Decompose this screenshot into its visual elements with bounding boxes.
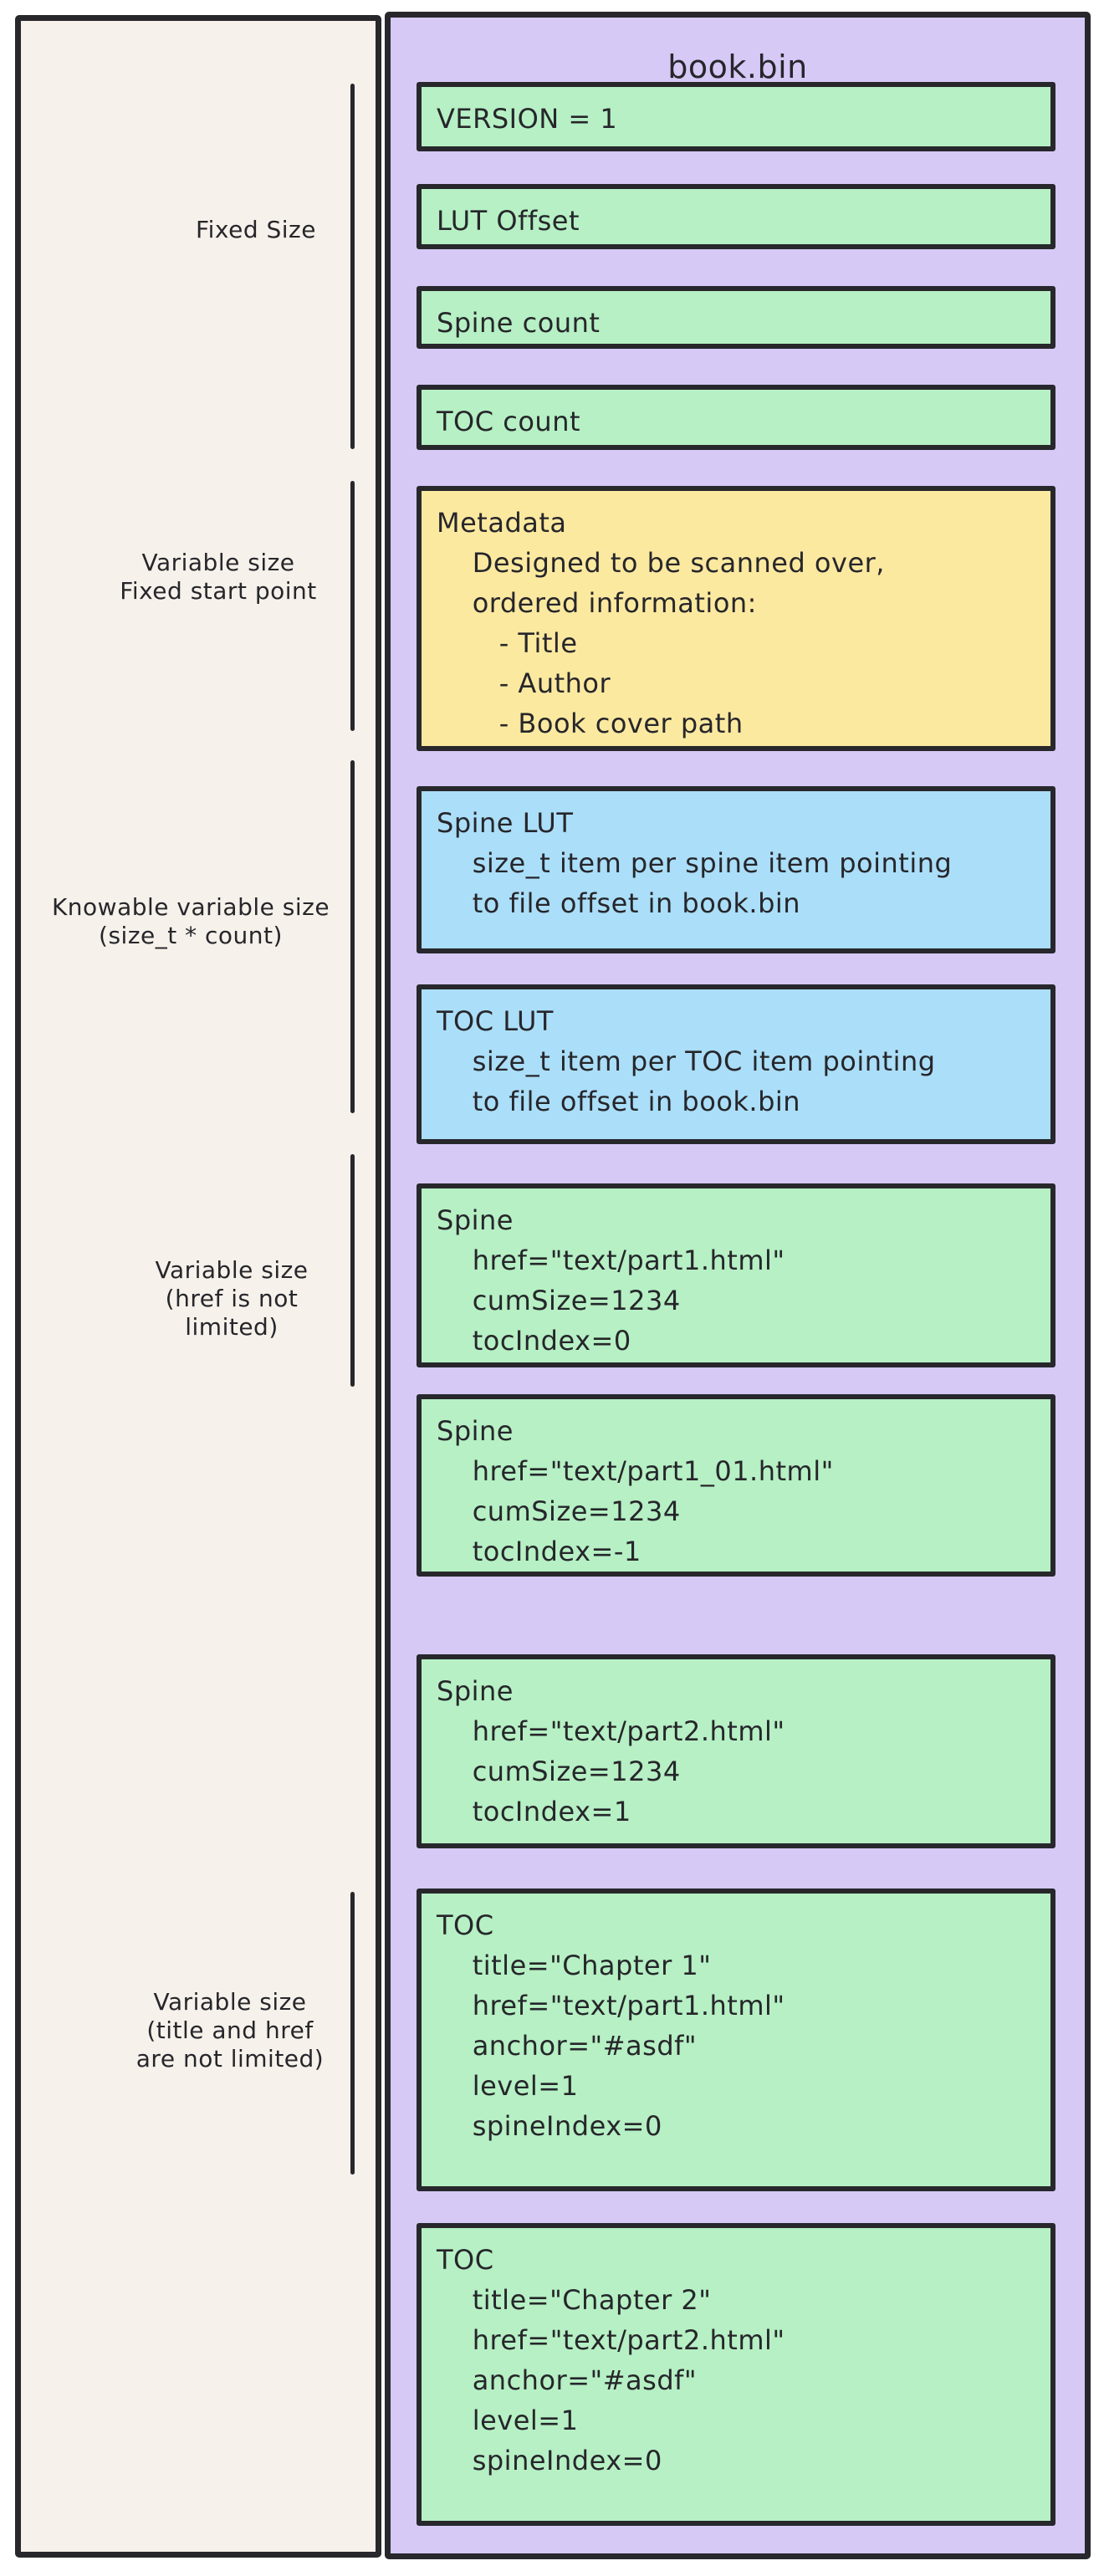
bracket-metadata (350, 481, 355, 731)
box-text-line: spineIndex=0 (437, 2110, 662, 2142)
box-toc-lut: TOC LUT size_t item per TOC item pointin… (417, 984, 1055, 1144)
label-variable-title-href: Variable size (title and href are not li… (63, 1988, 397, 2073)
box-text-line: cumSize=1234 (437, 1495, 681, 1527)
label-variable-fixed-start: Variable size Fixed start point (51, 549, 386, 606)
box-text-line: href="text/part2.html" (437, 1715, 785, 1747)
box-lut-offset: LUT Offset (417, 184, 1055, 249)
label-line: Fixed start point (120, 577, 317, 605)
box-text-line: href="text/part1.html" (437, 1245, 785, 1276)
box-toc-count: TOC count (417, 385, 1055, 450)
box-text-line: - Author (437, 667, 611, 699)
box-text-line: spineIndex=0 (437, 2445, 662, 2476)
label-variable-href: Variable size (href is not limited) (64, 1256, 399, 1342)
file-title: book.bin (667, 49, 808, 85)
label-line: are not limited) (135, 2045, 325, 2073)
label-line: (title and href (146, 2016, 314, 2044)
box-text-line: size_t item per spine item pointing (437, 847, 953, 879)
label-knowable-variable: Knowable variable size (size_t * count) (23, 893, 358, 950)
box-spine-lut: Spine LUT size_t item per spine item poi… (417, 786, 1055, 953)
box-metadata: Metadata Designed to be scanned over, or… (417, 486, 1055, 751)
label-line: Fixed Size (196, 216, 316, 243)
label-line: (href is not (165, 1285, 299, 1312)
label-line: Variable size (155, 1256, 309, 1284)
box-text-line: title="Chapter 1" (437, 1950, 712, 1981)
box-text-line: Spine (437, 1204, 514, 1236)
box-text-line: - Title (437, 627, 578, 659)
label-fixed-size: Fixed Size (89, 216, 423, 244)
box-text-line: Designed to be scanned over, (437, 547, 885, 579)
box-text-line: VERSION = 1 (437, 103, 618, 135)
box-version: VERSION = 1 (417, 82, 1055, 151)
bracket-spine (350, 1154, 355, 1387)
box-text-line: tocIndex=1 (437, 1796, 631, 1827)
size-annotations-panel (15, 15, 381, 2558)
box-text-line: LUT Offset (437, 205, 580, 237)
box-text-line: - Book cover path (437, 708, 744, 739)
box-text-line: href="text/part1.html" (437, 1990, 785, 2021)
box-text-line: TOC (437, 2244, 494, 2276)
box-text-line: TOC LUT (437, 1005, 554, 1037)
box-text-line: TOC (437, 1909, 494, 1941)
box-spine-1: Spine href="text/part1.html" cumSize=123… (417, 1183, 1055, 1367)
box-text-line: Spine count (437, 307, 601, 339)
box-text-line: href="text/part2.html" (437, 2324, 785, 2356)
box-text-line: title="Chapter 2" (437, 2284, 712, 2316)
box-text-line: TOC count (437, 406, 581, 437)
box-text-line: level=1 (437, 2405, 579, 2436)
bracket-luts (350, 760, 355, 1113)
box-text-line: cumSize=1234 (437, 1756, 681, 1787)
box-text-line: to file offset in book.bin (437, 887, 801, 919)
box-spine-2: Spine href="text/part1_01.html" cumSize=… (417, 1394, 1055, 1577)
box-text-line: level=1 (437, 2070, 579, 2102)
box-toc-2: TOC title="Chapter 2" href="text/part2.h… (417, 2223, 1055, 2526)
box-toc-1: TOC title="Chapter 1" href="text/part1.h… (417, 1889, 1055, 2191)
box-spine-count: Spine count (417, 286, 1055, 349)
bracket-fixed-size (350, 84, 355, 449)
box-text-line: tocIndex=0 (437, 1325, 631, 1357)
box-spine-3: Spine href="text/part2.html" cumSize=123… (417, 1654, 1055, 1848)
box-text-line: Spine (437, 1415, 514, 1447)
label-line: Variable size (153, 1988, 307, 2016)
box-text-line: cumSize=1234 (437, 1285, 681, 1316)
box-text-line: Spine LUT (437, 807, 574, 839)
label-line: Variable size (141, 549, 295, 576)
box-text-line: tocIndex=-1 (437, 1536, 641, 1567)
label-line: Knowable variable size (51, 893, 330, 921)
box-text-line: href="text/part1_01.html" (437, 1455, 834, 1487)
bracket-toc (350, 1892, 355, 2175)
box-text-line: anchor="#asdf" (437, 2364, 698, 2396)
box-text-line: size_t item per TOC item pointing (437, 1045, 936, 1077)
box-text-line: anchor="#asdf" (437, 2030, 698, 2062)
box-text-line: Spine (437, 1675, 514, 1707)
box-text-line: to file offset in book.bin (437, 1086, 801, 1117)
box-text-line: Metadata (437, 507, 567, 539)
box-text-line: ordered information: (437, 587, 757, 619)
label-line: (size_t * count) (99, 922, 283, 949)
label-line: limited) (185, 1313, 279, 1341)
